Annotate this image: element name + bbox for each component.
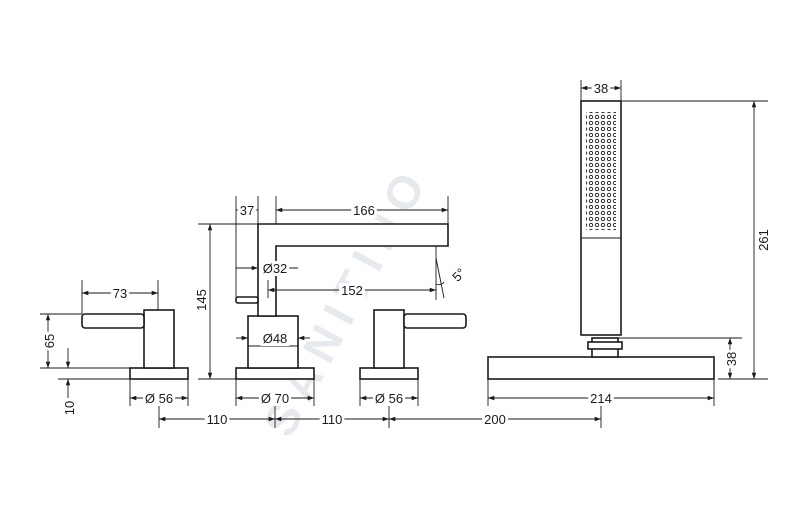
dim-56-right: Ø 56 xyxy=(359,379,419,406)
dim-10-label: 10 xyxy=(62,401,77,415)
dim-110-a-label: 110 xyxy=(207,412,228,427)
dim-261: 261 xyxy=(621,100,771,380)
dim-65: 65 xyxy=(40,313,130,369)
dim-166-label: 166 xyxy=(353,203,375,218)
dim-38-right: 38 xyxy=(600,337,742,379)
dim-37: 37 xyxy=(235,196,259,297)
dim-32-label: Ø32 xyxy=(263,261,288,276)
dim-214-label: 214 xyxy=(590,391,612,406)
dim-65-label: 65 xyxy=(42,334,57,348)
right-valve xyxy=(359,309,467,380)
dim-70: Ø 70 xyxy=(235,379,315,406)
shower-nozzle-grid xyxy=(586,112,616,230)
dim-56-left-label: Ø 56 xyxy=(145,391,173,406)
dim-261-label: 261 xyxy=(756,229,771,251)
dim-73-label: 73 xyxy=(113,286,127,301)
dim-152-label: 152 xyxy=(341,283,363,298)
dim-5deg: 5° xyxy=(435,246,470,300)
dim-56-right-label: Ø 56 xyxy=(375,391,403,406)
dim-32: Ø32 xyxy=(236,261,298,276)
dim-145: 145 xyxy=(194,223,258,380)
dim-38-right-label: 38 xyxy=(724,352,739,366)
dim-200-label: 200 xyxy=(484,412,506,427)
dim-110-b-label: 110 xyxy=(322,412,343,427)
dim-5deg-label: 5° xyxy=(449,265,468,284)
dim-10: 10 xyxy=(58,348,130,418)
hand-shower xyxy=(487,100,715,380)
dim-145-label: 145 xyxy=(194,289,209,311)
dim-214: 214 xyxy=(487,379,715,406)
left-valve xyxy=(81,309,189,380)
dim-70-label: Ø 70 xyxy=(261,391,289,406)
dim-37-label: 37 xyxy=(240,203,254,218)
dim-73: 73 xyxy=(81,280,159,314)
dim-48-label: Ø48 xyxy=(263,331,288,346)
dim-56-left: Ø 56 xyxy=(129,379,189,406)
dim-38-top: 38 xyxy=(580,80,622,101)
dim-chain-bottom: 110 110 200 xyxy=(158,406,602,428)
dim-48: Ø48 xyxy=(236,331,310,346)
dim-166: 166 xyxy=(275,196,449,224)
dim-152: 152 xyxy=(267,280,436,298)
dim-38-top-label: 38 xyxy=(594,81,608,96)
